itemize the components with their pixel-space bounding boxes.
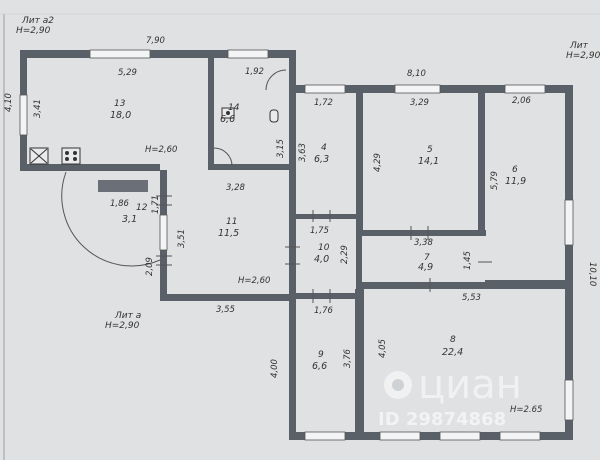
room-14-number: 14 xyxy=(228,103,240,113)
room-4-number: 4 xyxy=(321,143,327,153)
room-14-area: 6,6 xyxy=(220,114,235,125)
room-13-number: 13 xyxy=(114,99,126,109)
left-block-windows xyxy=(19,49,269,251)
kitchen-fixtures xyxy=(29,107,279,165)
room-13-area: 18,0 xyxy=(110,110,131,121)
lit-right-label: Лит xyxy=(569,41,589,51)
dim-r14-width: 1,92 xyxy=(245,67,264,77)
lit-right-height: H=2,90 xyxy=(566,51,600,61)
dim-r9-h-left: 4,00 xyxy=(270,359,280,378)
room-5-area: 14,1 xyxy=(418,156,439,167)
dim-left-small: 2,09 xyxy=(145,257,155,276)
dim-r4-h: 3,63 xyxy=(298,143,308,162)
room-9-number: 9 xyxy=(318,350,324,360)
watermark-brand: циан xyxy=(418,362,522,408)
lit-a2-height: H=2,90 xyxy=(16,26,51,36)
room-6-area: 11,9 xyxy=(505,176,526,187)
dim-r11-width: 3,28 xyxy=(226,183,246,193)
dim-r7-width: 3,38 xyxy=(414,238,434,248)
dim-r13-width: 5,29 xyxy=(118,68,137,78)
dim-r5-h: 4,29 xyxy=(373,153,383,172)
dim-r9-width: 1,76 xyxy=(314,306,334,316)
room-7-number: 7 xyxy=(424,253,430,263)
room-12-number: 12 xyxy=(136,203,148,213)
dim-r9-h-right: 3,76 xyxy=(343,348,353,368)
dim-r6-h: 5,79 xyxy=(490,171,500,190)
room-8-height: H=2.65 xyxy=(510,405,542,415)
room-5-number: 5 xyxy=(427,145,433,155)
dim-r8-h: 4,05 xyxy=(378,339,388,358)
dim-r7-h: 1,45 xyxy=(463,251,473,270)
room-10-number: 10 xyxy=(318,243,330,253)
dim-right-total: 10,10 xyxy=(587,262,597,286)
watermark-id: ID 29874868 xyxy=(378,409,506,430)
main-house-windows xyxy=(304,84,574,441)
room-4-area: 6,3 xyxy=(314,154,329,165)
dim-r14-h: 3,15 xyxy=(276,139,286,158)
dim-r4-width: 1,72 xyxy=(314,98,333,108)
door-swings xyxy=(61,69,287,267)
dim-r12-width: 1,86 xyxy=(110,199,130,209)
lit-a2-label: Лит а2 xyxy=(21,16,54,26)
lit-a-height: H=2,90 xyxy=(105,321,140,331)
room-9-area: 6,6 xyxy=(312,361,327,372)
dim-top-total: 7,90 xyxy=(146,36,165,46)
room-11-height: H=2,60 xyxy=(238,276,270,286)
room-7-area: 4,9 xyxy=(418,262,433,273)
room-11-number: 11 xyxy=(226,217,237,227)
room-11-area: 11,5 xyxy=(218,228,239,239)
dim-r11-bottom: 3,55 xyxy=(216,305,235,315)
dim-r8-width: 5,53 xyxy=(462,293,481,303)
dim-r10-width: 1,75 xyxy=(310,226,329,236)
room-8-number: 8 xyxy=(450,335,456,345)
dim-r11-h: 3,51 xyxy=(177,229,187,248)
dim-r12-h: 1,71 xyxy=(151,195,161,214)
room-6-number: 6 xyxy=(512,165,518,175)
dim-r6-width: 2,06 xyxy=(512,96,532,106)
lit-a-label: Лит а xyxy=(114,311,141,321)
dim-r10-h: 2,29 xyxy=(340,245,350,264)
left-block-walls xyxy=(20,50,296,308)
room-13-height: H=2,60 xyxy=(145,145,177,155)
cian-logo xyxy=(384,371,412,399)
room-12-area: 3,1 xyxy=(122,214,137,225)
dim-r13-inner-h: 3,41 xyxy=(33,99,43,118)
dim-left-height: 4,10 xyxy=(4,93,14,112)
door-marks xyxy=(156,195,492,303)
room-10-area: 4,0 xyxy=(314,254,329,265)
room-8-area: 22,4 xyxy=(442,347,463,358)
dim-main-top: 8,10 xyxy=(407,69,426,79)
dim-r5-width: 3,29 xyxy=(410,98,429,108)
